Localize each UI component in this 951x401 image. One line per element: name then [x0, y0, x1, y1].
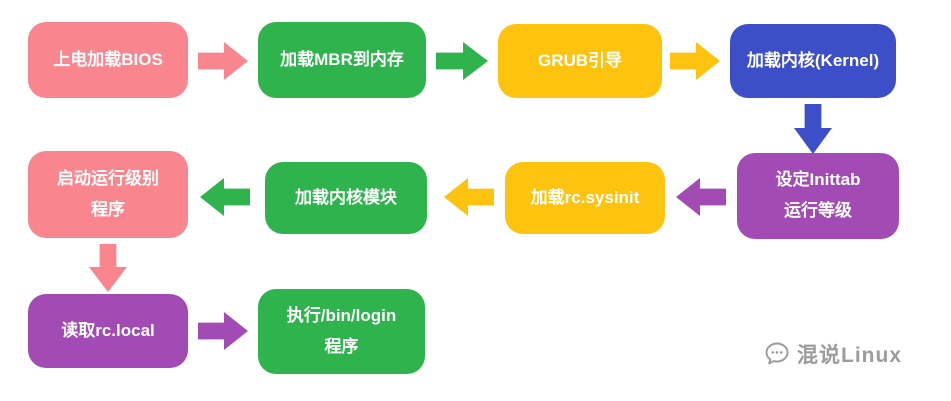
node-grub-boot: GRUB引导: [498, 24, 662, 98]
node-set-inittab: 设定Inittab 运行等级: [737, 153, 899, 239]
arrow-inittab-to-rcsysinit-icon: [676, 178, 726, 216]
node-set-inittab-label: 设定Inittab 运行等级: [775, 170, 861, 220]
node-rc-local: 读取rc.local: [28, 294, 188, 368]
arrow-rclocal-to-login-icon: [198, 312, 248, 350]
node-load-kernel: 加载内核(Kernel): [730, 24, 896, 98]
chat-bubble-icon: [763, 340, 791, 368]
node-bin-login: 执行/bin/login 程序: [258, 289, 425, 374]
arrow-modules-to-runlevel-icon: [200, 178, 250, 216]
node-rc-sysinit: 加载rc.sysinit: [505, 162, 665, 234]
node-load-mbr: 加载MBR到内存: [258, 22, 426, 98]
arrow-grub-to-kernel-icon: [670, 42, 720, 80]
node-rc-local-label: 读取rc.local: [61, 320, 155, 340]
arrow-runlevel-to-rclocal-icon: [89, 244, 127, 292]
node-runlevel-programs: 启动运行级别 程序: [28, 151, 188, 238]
node-load-kernel-label: 加载内核(Kernel): [746, 50, 880, 70]
node-power-on-bios: 上电加载BIOS: [28, 22, 188, 98]
arrow-bios-to-mbr-icon: [198, 42, 248, 80]
node-runlevel-programs-label: 启动运行级别 程序: [57, 168, 159, 219]
node-grub-boot-label: GRUB引导: [537, 50, 623, 70]
node-rc-sysinit-label: 加载rc.sysinit: [530, 187, 640, 207]
arrow-kernel-to-inittab-icon: [794, 104, 832, 154]
arrow-rcsysinit-to-modules-icon: [444, 178, 494, 216]
arrow-mbr-to-grub-icon: [436, 42, 488, 80]
watermark: 混说Linux: [763, 339, 902, 369]
node-kernel-modules: 加载内核模块: [265, 162, 427, 234]
watermark-text: 混说Linux: [797, 344, 902, 367]
node-kernel-modules-label: 加载内核模块: [295, 187, 397, 207]
node-load-mbr-label: 加载MBR到内存: [280, 49, 404, 69]
node-bin-login-label: 执行/bin/login 程序: [286, 305, 397, 356]
node-power-on-bios-label: 上电加载BIOS: [53, 49, 163, 69]
